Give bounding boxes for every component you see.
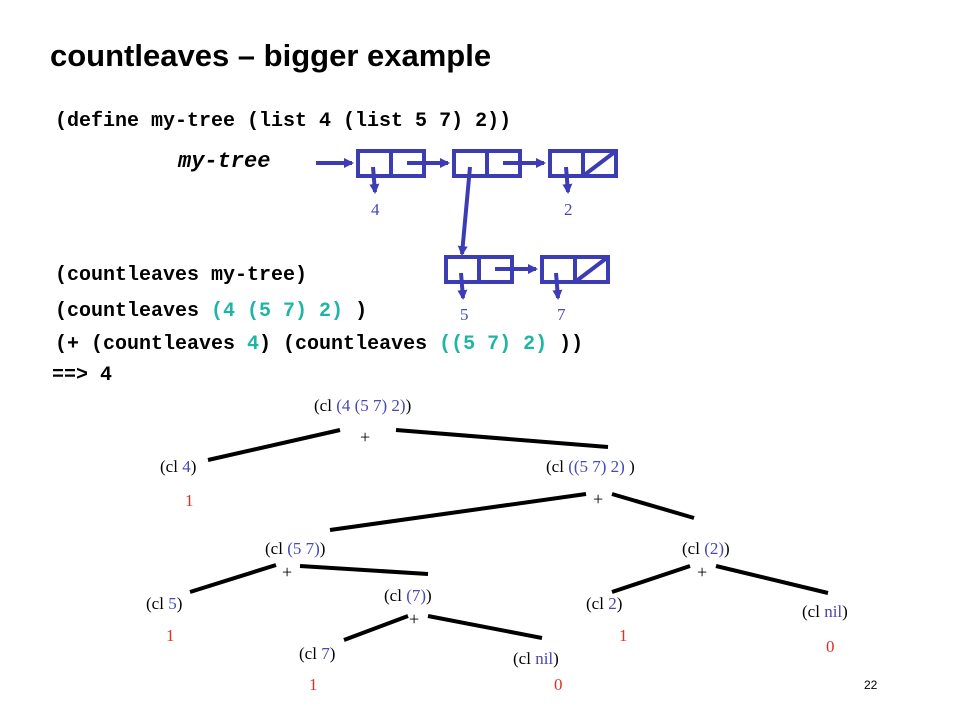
node-cl7list: (cl (7)) <box>384 586 432 605</box>
result-cl5: 1 <box>166 626 175 645</box>
plus-cl57: + <box>282 562 293 582</box>
plus-cl7list: + <box>409 609 420 629</box>
node-cl2: (cl 2) <box>586 594 623 613</box>
node-cl57: (cl (5 7)) <box>265 539 326 558</box>
result-cl2: 1 <box>619 626 628 645</box>
define-line: (define my-tree (list 4 (list 5 7) 2)) <box>55 110 512 133</box>
node-cl57-2: (cl ((5 7) 2) ) <box>546 457 635 476</box>
value-4: 4 <box>371 200 380 219</box>
step-line-1: (countleaves my-tree) <box>55 264 308 287</box>
node-clnil-right: (cl nil) <box>802 602 848 621</box>
value-5: 5 <box>460 305 469 324</box>
node-clnil-mid: (cl nil) <box>513 649 559 668</box>
node-root: (cl (4 (5 7) 2)) <box>314 396 412 415</box>
node-cl4: (cl 4) <box>160 457 197 476</box>
value-2: 2 <box>564 200 573 219</box>
step-line-3: (+ (countleaves 4) (countleaves ((5 7) 2… <box>55 333 584 356</box>
step-line-2: (countleaves (4 (5 7) 2) ) <box>55 300 368 323</box>
plus-root: + <box>360 427 371 447</box>
value-7: 7 <box>557 305 566 324</box>
step-result: ==> 4 <box>52 364 113 387</box>
slide-title: countleaves – bigger example <box>50 38 492 73</box>
node-cl7: (cl 7) <box>299 644 336 663</box>
result-cl7: 1 <box>309 675 318 694</box>
result-clnil-right: 0 <box>826 637 835 656</box>
node-cl5: (cl 5) <box>146 594 183 613</box>
result-cl4: 1 <box>185 491 194 510</box>
plus-cl57-2: + <box>593 489 604 509</box>
plus-cl2list: + <box>697 562 708 582</box>
my-tree-label: my-tree <box>178 149 271 174</box>
recursion-tree-edges <box>189 428 829 642</box>
node-cl2list: (cl (2)) <box>682 539 730 558</box>
result-clnil-mid: 0 <box>554 675 563 694</box>
page-number: 22 <box>864 678 878 692</box>
